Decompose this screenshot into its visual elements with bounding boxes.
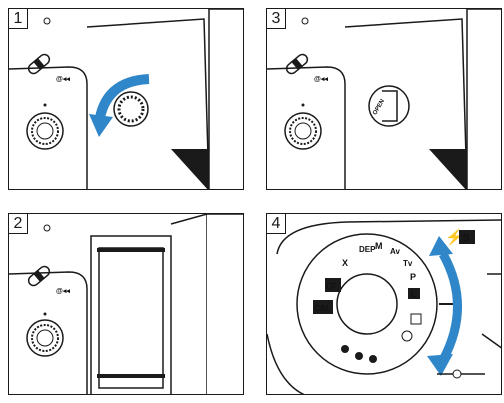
step-3-panel: 3 @◂◂ OPEN xyxy=(266,8,502,190)
camera-illustration: @◂◂ xyxy=(9,9,244,190)
dial-label-dep: DEP xyxy=(359,245,376,254)
step-number: 3 xyxy=(267,9,286,29)
dial-label-av: Av xyxy=(390,247,400,256)
dial-label-cal: CAL xyxy=(314,304,331,313)
dial-label-cf: CF xyxy=(326,282,337,291)
dial-label-x: X xyxy=(342,258,348,268)
step-number: 2 xyxy=(9,214,28,234)
dial-label-l: L xyxy=(411,290,416,299)
dial-label-p: P xyxy=(410,272,416,282)
svg-text:@◂◂: @◂◂ xyxy=(56,288,70,295)
dial-label-m: M xyxy=(375,241,383,251)
svg-text:@◂◂: @◂◂ xyxy=(314,76,328,83)
step-number: 1 xyxy=(9,9,28,29)
svg-text:@◂◂: @◂◂ xyxy=(56,76,70,83)
step-2-panel: 2 @◂◂ xyxy=(8,213,244,395)
step-number: 4 xyxy=(267,214,286,234)
camera-illustration: @◂◂ xyxy=(9,214,244,395)
step-1-panel: 1 @◂◂ xyxy=(8,8,244,190)
mode-dial-illustration: CF CAL X DEP M Av Tv P L ⚡ S xyxy=(267,214,502,395)
dial-label-tv: Tv xyxy=(403,259,413,268)
step-4-panel: 4 CF CAL X DEP M Av Tv P L ⚡ S xyxy=(266,213,502,395)
battery-check-icon: S xyxy=(463,233,470,244)
camera-illustration: @◂◂ OPEN xyxy=(267,9,502,190)
